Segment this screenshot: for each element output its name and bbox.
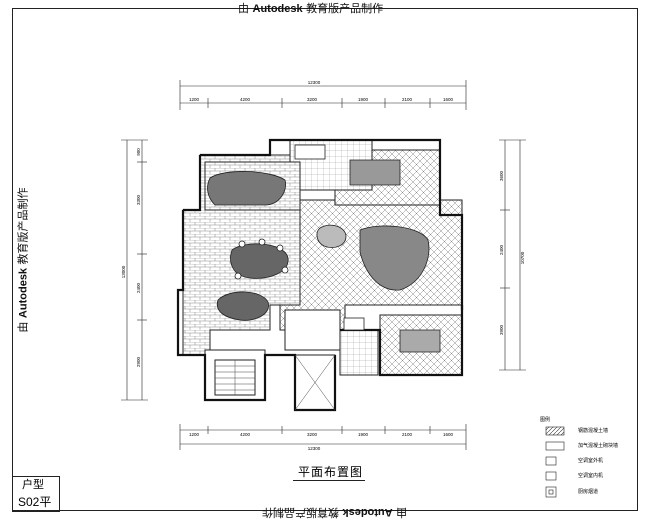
dim-right-seg: 3600 bbox=[499, 170, 504, 181]
dim-right-seg: 2400 bbox=[499, 244, 504, 255]
dimension-right bbox=[499, 139, 526, 371]
title-underline bbox=[293, 480, 365, 481]
legend-item: 钢筋混凝土墙 bbox=[578, 428, 609, 434]
dim-bottom-total: 12300 bbox=[308, 446, 321, 451]
legend-item: 空调室外机 bbox=[578, 458, 604, 464]
dimension-left bbox=[121, 139, 148, 401]
dim-top-seg: 1600 bbox=[443, 97, 454, 102]
dim-bottom-seg: 2100 bbox=[402, 432, 413, 437]
dim-top-seg: 4200 bbox=[240, 97, 251, 102]
dim-left-seg: 2900 bbox=[136, 356, 141, 367]
legend-title: 图例 bbox=[540, 417, 551, 423]
dim-top-seg: 2100 bbox=[402, 97, 413, 102]
dim-bottom-seg: 1900 bbox=[358, 432, 369, 437]
dim-right-seg: 3900 bbox=[499, 324, 504, 335]
dim-bottom-seg: 3200 bbox=[307, 432, 318, 437]
dim-bottom-seg: 4200 bbox=[240, 432, 251, 437]
dim-top-seg: 1900 bbox=[358, 97, 369, 102]
legend-item: 加气混凝土砌块墙 bbox=[578, 443, 619, 449]
legend-item: 空调室内机 bbox=[578, 473, 604, 479]
dim-left-seg: 900 bbox=[136, 148, 141, 156]
house-type-box bbox=[12, 476, 60, 512]
dimension-bottom bbox=[179, 424, 467, 450]
dim-top-total: 12300 bbox=[308, 80, 321, 85]
dim-right-total: 10700 bbox=[520, 251, 525, 264]
drawing-title: 平面布置图 bbox=[298, 465, 364, 479]
dim-bottom-seg: 1200 bbox=[189, 432, 200, 437]
legend-symbols bbox=[545, 426, 565, 498]
dim-top-seg: 1200 bbox=[189, 97, 200, 102]
dim-bottom-seg: 1600 bbox=[443, 432, 454, 437]
drawing-frame bbox=[12, 8, 638, 511]
house-type-code: S02平 bbox=[18, 495, 52, 509]
dim-left-seg: 2400 bbox=[136, 282, 141, 293]
dim-left-seg: 3300 bbox=[136, 194, 141, 205]
house-type-label: 户型 bbox=[22, 478, 44, 491]
furniture bbox=[207, 144, 441, 353]
plan-walls bbox=[176, 138, 464, 412]
dim-left-total: 13000 bbox=[121, 265, 126, 278]
legend-item: 厨房烟道 bbox=[578, 489, 599, 495]
stairs-lines bbox=[215, 354, 336, 411]
watermark-top: 由 Autodesk 教育版产品制作 bbox=[238, 2, 384, 15]
dimension-top bbox=[179, 80, 467, 110]
dim-top-seg: 3200 bbox=[307, 97, 318, 102]
